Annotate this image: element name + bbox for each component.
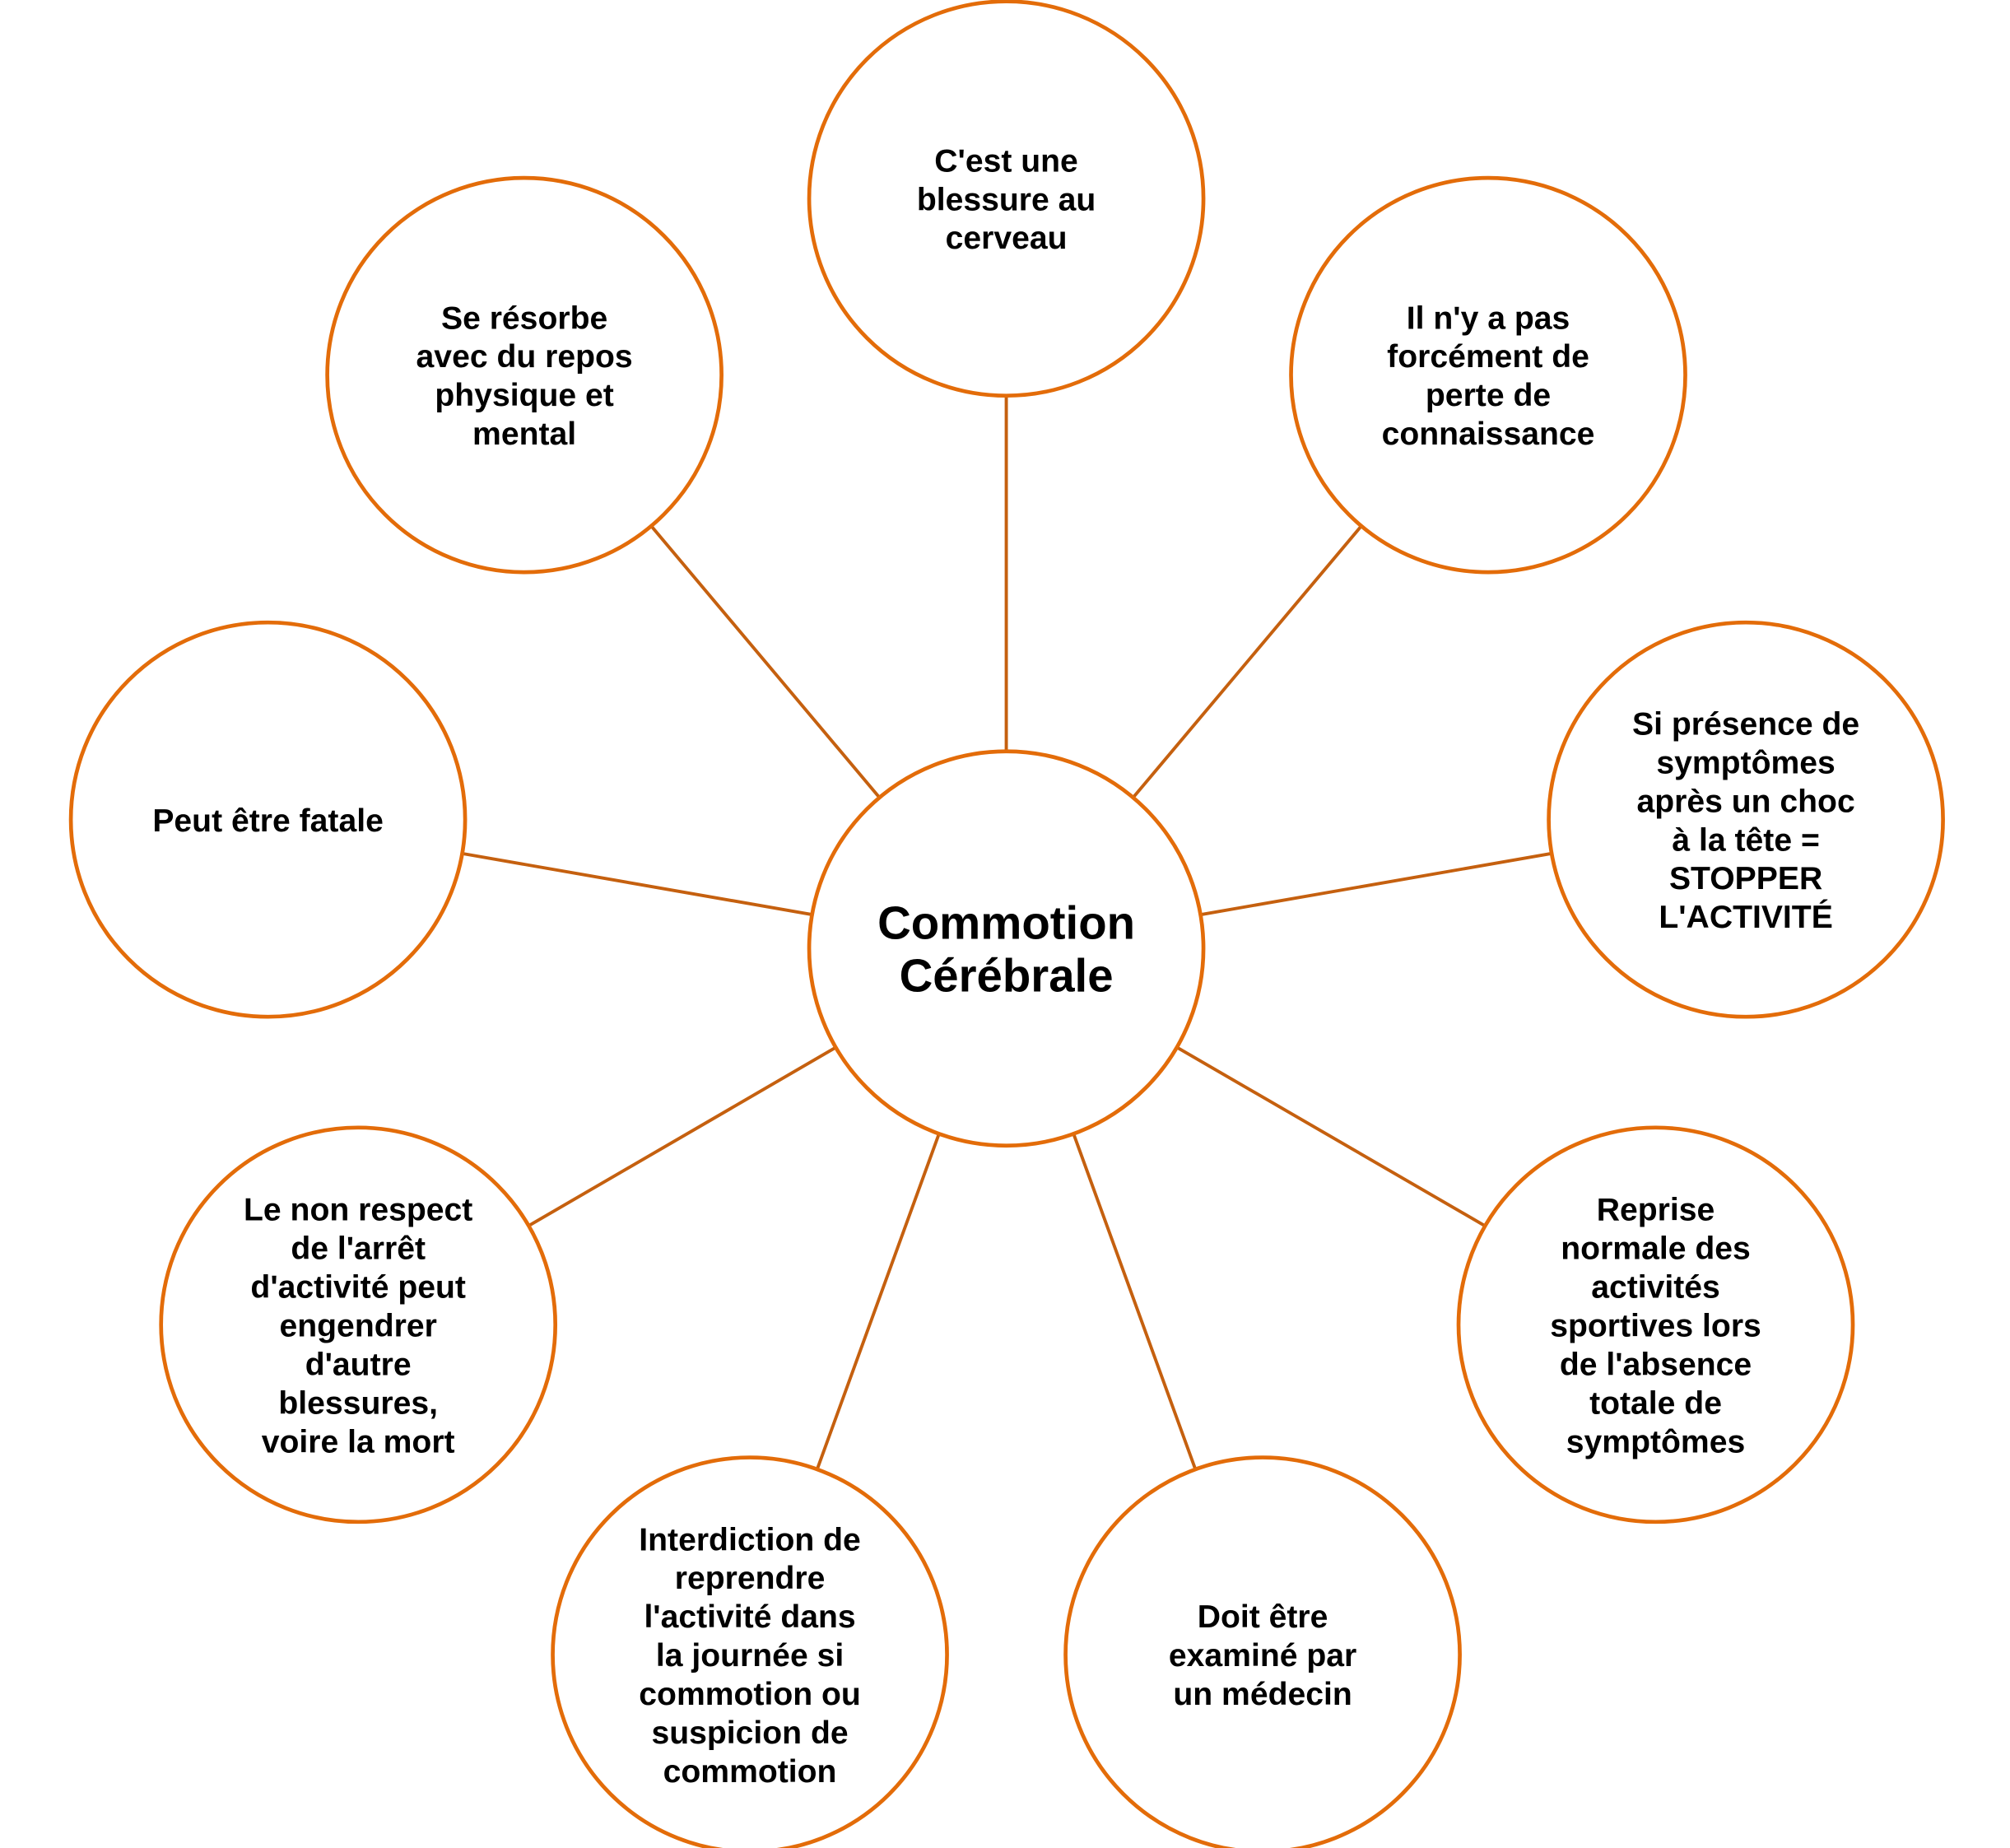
topic-node-4-text-line: totale de — [1589, 1385, 1722, 1421]
topic-node-6-text-line: la journée si — [656, 1638, 844, 1673]
topic-node-3-text-line: Si présence de — [1632, 706, 1859, 742]
central-topic-text-line: Cérébrale — [900, 950, 1114, 1002]
topic-node-2-text-line: connaissance — [1382, 417, 1595, 452]
topic-node-4-circle — [1456, 1125, 1855, 1524]
topic-node-2-text-line: Il n'y a pas — [1407, 300, 1570, 336]
topic-node-2-circle — [1289, 175, 1687, 575]
central-topic-text-line: Commotion — [877, 896, 1135, 948]
connectors — [462, 395, 1552, 1470]
topic-node-9-text-line: mental — [472, 417, 576, 452]
connector-line — [1132, 524, 1363, 799]
topic-node-8-circle — [68, 620, 468, 1019]
topic-node-1-text-line: C'est une — [934, 143, 1078, 179]
connector-line — [815, 1133, 941, 1470]
topic-node-2-text-line: forcément de — [1387, 339, 1589, 375]
topic-node-7-circle — [159, 1125, 558, 1524]
connector-line — [1200, 851, 1552, 917]
connector-line — [1072, 1133, 1198, 1470]
topic-node-3-text-line: symptômes — [1656, 745, 1835, 780]
connector-line — [649, 524, 881, 799]
topic-node-3-text-line: à la tête = — [1672, 822, 1819, 858]
topic-node-6-text-line: suspicion de — [651, 1715, 848, 1751]
topic-node-1-circle — [807, 0, 1206, 398]
topic-node-2-text-line: perte de — [1426, 378, 1551, 413]
topic-node-4-text-line: sportives lors — [1550, 1308, 1761, 1343]
topic-node-9-text-line: physique et — [435, 378, 613, 413]
topic-node-3-text-line: STOPPER — [1669, 861, 1822, 896]
topic-node-6-text-line: commotion — [663, 1754, 837, 1790]
topic-node-5-text-line: un médecin — [1173, 1677, 1352, 1712]
central-topic-circle — [807, 749, 1206, 1148]
topic-node-3-circle — [1547, 620, 1945, 1019]
topic-node-3-text-line: L'ACTIVITÉ — [1659, 899, 1832, 935]
topic-node-7-text-line: voire la mort — [262, 1424, 455, 1459]
topic-node-5-circle — [1063, 1455, 1462, 1848]
topic-node-7-text-line: blessures, — [278, 1385, 438, 1421]
topic-node-7-text-line: d'autre — [305, 1347, 412, 1382]
topic-node-7-text-line: de l'arrêt — [291, 1231, 426, 1267]
topic-node-4-text-line: de l'absence — [1560, 1347, 1752, 1382]
connector-line — [462, 851, 812, 916]
topic-node-1-text-line: blessure au — [917, 182, 1096, 217]
topic-node-1-text-line: cerveau — [946, 221, 1068, 256]
topic-node-5-text-line: examiné par — [1169, 1638, 1356, 1673]
topic-node-4-text-line: symptômes — [1566, 1424, 1745, 1459]
topic-node-3-text-line: après un choc — [1636, 784, 1854, 819]
topic-node-4-text-line: activités — [1591, 1269, 1720, 1305]
connector-line — [1175, 1045, 1487, 1227]
topic-node-7-text-line: Le non respect — [244, 1193, 472, 1228]
topic-node-7-text-line: engendrer — [280, 1308, 437, 1343]
topic-node-9-text-line: avec du repos — [416, 339, 633, 375]
topic-node-7-text-line: d'activité peut — [250, 1269, 466, 1305]
topic-node-6-circle — [551, 1455, 949, 1848]
topic-node-6-text-line: commotion ou — [639, 1677, 861, 1712]
topic-node-9-text-line: Se résorbe — [441, 300, 607, 336]
topic-node-6-text-line: reprendre — [675, 1561, 826, 1596]
topic-node-4-text-line: normale des — [1561, 1231, 1751, 1267]
topic-node-9-circle — [325, 175, 724, 575]
topic-node-4-text-line: Reprise — [1597, 1193, 1715, 1228]
topic-node-8-text-line: Peut être fatale — [152, 803, 384, 839]
topic-node-8: Peut être fatale — [68, 620, 468, 1019]
topic-node-5-text-line: Doit être — [1198, 1599, 1328, 1635]
connector-line — [528, 1045, 837, 1227]
topic-node-6-text-line: Interdiction de — [639, 1522, 861, 1557]
topic-node-6-text-line: l'activité dans — [644, 1599, 855, 1635]
